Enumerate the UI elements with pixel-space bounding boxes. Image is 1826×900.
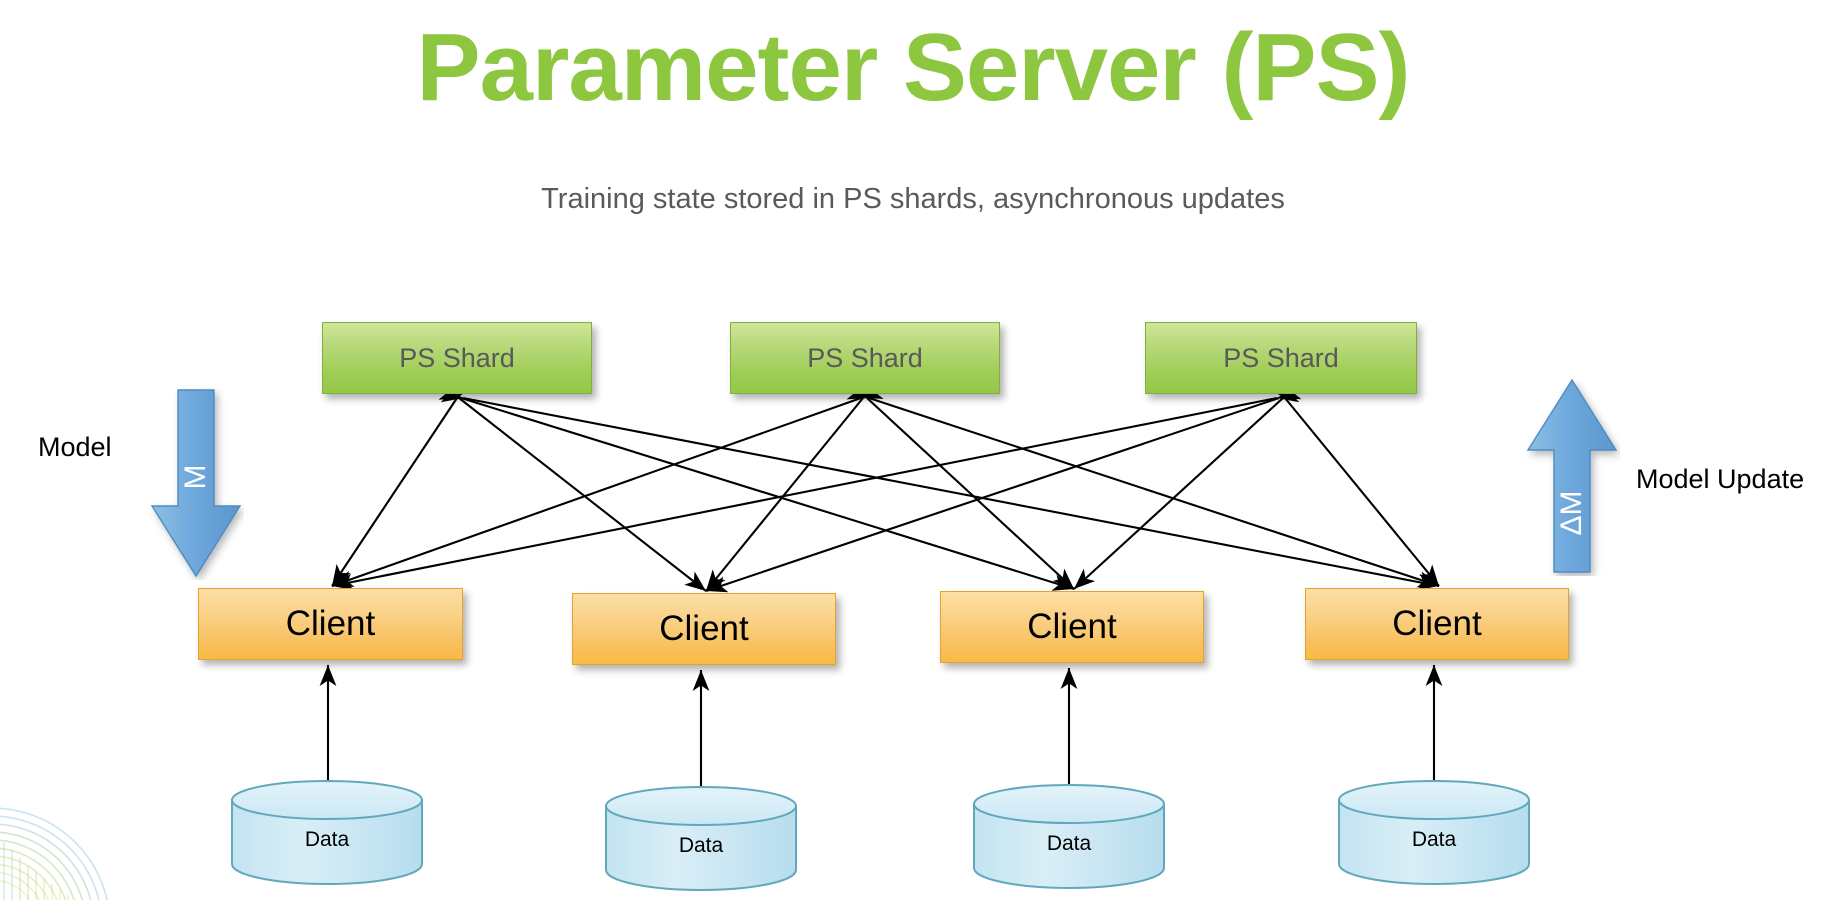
client-node-1[interactable]: Client: [198, 588, 463, 660]
model-update-arrow-glyph: ΔM: [1555, 490, 1588, 536]
client-node-2[interactable]: Client: [572, 593, 836, 665]
cylinder-shape-icon: [231, 780, 423, 885]
ps-shard-node-1[interactable]: PS Shard: [322, 322, 592, 394]
client-label: Client: [659, 609, 749, 648]
slide-subtitle: Training state stored in PS shards, asyn…: [541, 183, 1285, 215]
data-cylinder-4[interactable]: Data: [1337, 780, 1531, 890]
data-cylinder-3[interactable]: Data: [972, 784, 1166, 894]
ps-shard-label: PS Shard: [399, 342, 515, 373]
model-update-label: Model Update: [1636, 464, 1805, 494]
cylinder-shape-icon: [973, 784, 1165, 889]
client-label: Client: [285, 604, 376, 643]
decorative-fan-icon: [0, 807, 108, 900]
cylinder-shape-icon: [1338, 780, 1530, 885]
down-arrow-icon: [150, 389, 242, 578]
ps-shard-node-2[interactable]: PS Shard: [730, 322, 1000, 394]
ps-shard-label: PS Shard: [1223, 342, 1339, 373]
data-cylinder-label: Data: [678, 834, 724, 857]
data-cylinder-label: Data: [304, 828, 350, 851]
client-node-4[interactable]: Client: [1305, 588, 1569, 660]
client-label: Client: [1392, 604, 1482, 643]
model-arrow-glyph: M: [179, 464, 212, 490]
client-node-3[interactable]: Client: [940, 591, 1204, 663]
model-down-arrow: M: [148, 388, 244, 580]
data-cylinder-1[interactable]: Data: [230, 780, 424, 890]
slide-title: Parameter Server (PS): [416, 14, 1411, 121]
model-update-up-arrow: ΔM: [1524, 376, 1620, 576]
data-cylinder-label: Data: [1411, 828, 1457, 851]
data-cylinder-label: Data: [1046, 832, 1092, 855]
up-arrow-icon: [1526, 378, 1618, 573]
ps-shard-node-3[interactable]: PS Shard: [1145, 322, 1417, 394]
cylinder-shape-icon: [605, 786, 797, 891]
ps-shard-label: PS Shard: [807, 342, 923, 373]
data-cylinder-2[interactable]: Data: [604, 786, 798, 896]
client-label: Client: [1027, 607, 1117, 646]
model-label: Model: [38, 432, 112, 462]
